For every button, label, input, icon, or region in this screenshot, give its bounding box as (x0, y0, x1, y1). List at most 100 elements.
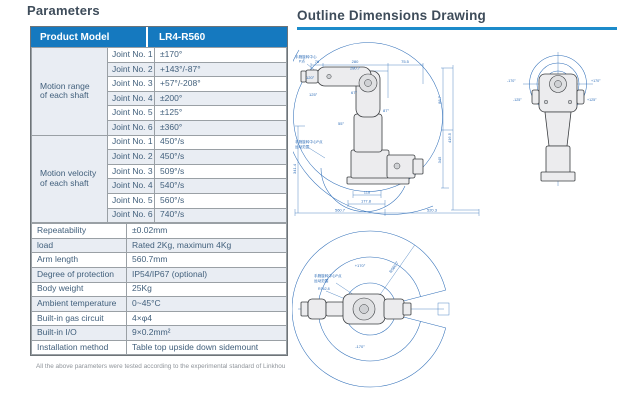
value-cell: ±170° (154, 47, 287, 63)
spec-label-cell: Repeatability (31, 223, 127, 239)
group-label-cell: Motion range of each shaft (31, 47, 108, 136)
joint-cell: Joint No. 6 (107, 119, 155, 136)
motion-envelope-side (293, 42, 443, 215)
motion-range-annotation: 运动范围 (295, 144, 310, 149)
table-row: Joint No. 3+57°/-208° (32, 76, 287, 92)
header-product-model: Product Model (40, 31, 110, 43)
dim-label: 345 (437, 156, 442, 163)
value-cell: 450°/s (154, 134, 287, 151)
value-cell: +57°/-208° (154, 76, 287, 92)
angle-label: -170° (355, 344, 365, 349)
parameters-title: Parameters (27, 3, 100, 18)
joint-cell: Joint No. 1 (107, 134, 155, 151)
value-cell: +143°/-87° (154, 61, 287, 78)
value-cell: IP54/IP67 (optional) (126, 266, 287, 283)
value-cell: ±125° (154, 105, 287, 121)
table-row: Joint No. 2+143°/-87° (32, 61, 287, 78)
table-row: Motion range of each shaft Joint No. 1 ±… (31, 47, 287, 136)
value-cell: 450°/s (154, 149, 287, 165)
angle-label: -170° (507, 79, 516, 83)
value-cell: 540°/s (154, 178, 287, 194)
value-cell: Table top upside down sidemount (126, 339, 287, 356)
radius-label: R162.8 (318, 287, 330, 291)
spec-label-cell: Degree of protection (31, 266, 127, 283)
robot-front-silhouette (531, 73, 585, 182)
table-row: Motion velocity of each shaft Joint No. … (31, 134, 287, 224)
value-cell: 9×0.2mm² (126, 325, 287, 341)
joint-cell: Joint No. 4 (107, 178, 155, 194)
dim-label: 341.4 (293, 163, 297, 174)
robot-side-silhouette (300, 66, 424, 185)
dim-label: 520.3 (427, 208, 438, 213)
table-header: Product Model LR4-R560 (31, 27, 287, 47)
spec-label-cell: Ambient temperature (31, 296, 127, 312)
spec-label-cell: Arm length (31, 252, 127, 268)
angle-label: +170° (591, 79, 601, 83)
dim-label: 75.5 (401, 59, 410, 64)
wrist-center-annotation: 手腕旋转中心 (295, 54, 317, 59)
spec-label-cell: Body weight (31, 281, 127, 298)
joint-cell: Joint No. 2 (107, 149, 155, 165)
value-cell: 509°/s (154, 163, 287, 180)
front-view-drawing: -170° +170° -125° +125° (507, 52, 601, 186)
value-cell: 560.7mm (126, 252, 287, 268)
table-row: Repeatability±0.02mm (31, 223, 287, 239)
joint-cell: Joint No. 2 (107, 61, 155, 78)
value-cell: Rated 2Kg, maximum 4Kg (126, 237, 287, 254)
value-cell: 25Kg (126, 281, 287, 298)
value-cell: 560°/s (154, 192, 287, 209)
dimension-labels-top: R560.7 +170° -170° 手腕旋转中心P点 运动范围 R162.8 (314, 260, 400, 349)
dim-label: 416.5 (447, 132, 452, 143)
spec-label-cell: load (31, 237, 127, 254)
angle-label: +170° (355, 263, 366, 268)
joint-cell: Joint No. 5 (107, 105, 155, 121)
value-cell: 4×φ4 (126, 310, 287, 327)
outline-drawing-section: Outline Dimensions Drawing (292, 8, 634, 392)
dimension-labels-front: -170° +170° -125° +125° (507, 79, 601, 102)
dim-label: 76 (315, 59, 320, 64)
dim-label: 280 (352, 59, 359, 64)
dim-label: 88.7 (437, 95, 442, 104)
dim-label: 280.7 (350, 66, 361, 71)
angle-label: 125° (309, 92, 318, 97)
angle-label: 67° (351, 90, 357, 95)
spec-label-cell: Built-in gas circuit (31, 310, 127, 327)
dim-label: 118 (364, 190, 371, 195)
accent-rule (297, 27, 617, 30)
angle-label: 120° (306, 75, 315, 80)
joint-cell: Joint No. 4 (107, 90, 155, 107)
value-cell: ±200° (154, 90, 287, 107)
angle-label: +125° (587, 98, 597, 102)
angle-label: 55° (338, 121, 344, 126)
joint-cell: Joint No. 1 (107, 47, 155, 63)
table-row: Joint No. 5±125° (32, 105, 287, 121)
angle-label: 87° (383, 108, 389, 113)
side-view-drawing: 76 280 280.7 75.5 88.7 345 416.5 118 177… (293, 42, 480, 216)
parameters-table: Product Model LR4-R560 Motion range of e… (30, 26, 288, 357)
angle-label: -125° (513, 98, 522, 102)
joint-cell: Joint No. 3 (107, 76, 155, 92)
joint-cell: Joint No. 6 (107, 207, 155, 224)
dim-label: 560.7 (335, 208, 346, 213)
joint-cell: Joint No. 5 (107, 192, 155, 209)
dimension-labels-side: 76 280 280.7 75.5 88.7 345 416.5 118 177… (293, 54, 452, 213)
value-cell: ±0.02mm (126, 223, 287, 239)
dim-label: 177.8 (361, 199, 372, 204)
joint-spec-table: Motion range of each shaft Joint No. 1 ±… (31, 47, 287, 224)
radius-label: R560.7 (388, 260, 400, 274)
